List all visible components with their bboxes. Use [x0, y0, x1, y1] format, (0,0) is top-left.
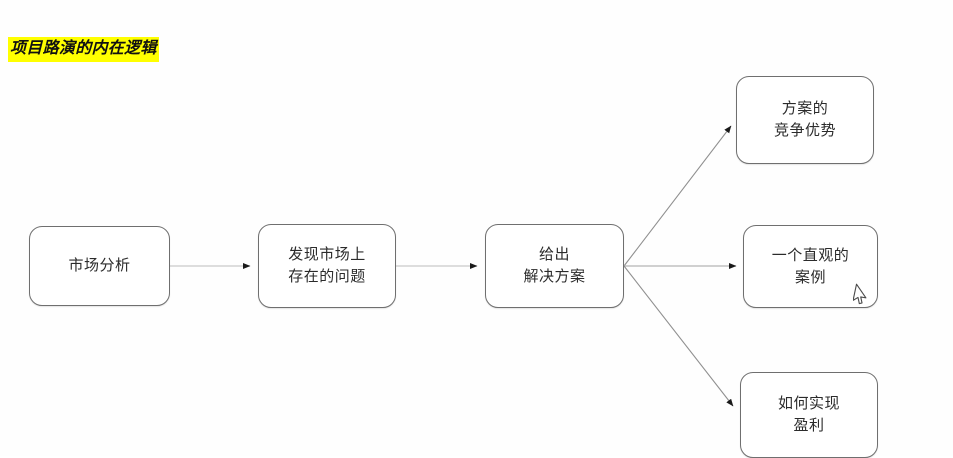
node-provide-solution[interactable]: 给出 解决方案 [485, 224, 624, 308]
node-how-to-profit[interactable]: 如何实现 盈利 [740, 372, 878, 458]
connector-solution-to-profit [623, 265, 734, 407]
node-intuitive-case-label: 一个直观的 案例 [771, 246, 850, 286]
node-market-analysis-label: 市场分析 [68, 257, 131, 274]
node-discover-problem-label: 发现市场上 存在的问题 [288, 246, 366, 285]
node-competitive-advantage-label: 方案的 竞争优势 [773, 100, 836, 139]
node-discover-problem[interactable]: 发现市场上 存在的问题 [258, 224, 396, 308]
arrow-cursor-icon [853, 283, 867, 305]
connector-solution-to-advantage [623, 125, 732, 267]
node-market-analysis[interactable]: 市场分析 [29, 226, 170, 306]
node-how-to-profit-label: 如何实现 盈利 [777, 395, 840, 434]
node-competitive-advantage[interactable]: 方案的 竞争优势 [736, 76, 874, 164]
page-title: 项目路演的内在逻辑 [8, 37, 159, 62]
node-provide-solution-label: 给出 解决方案 [523, 246, 586, 285]
